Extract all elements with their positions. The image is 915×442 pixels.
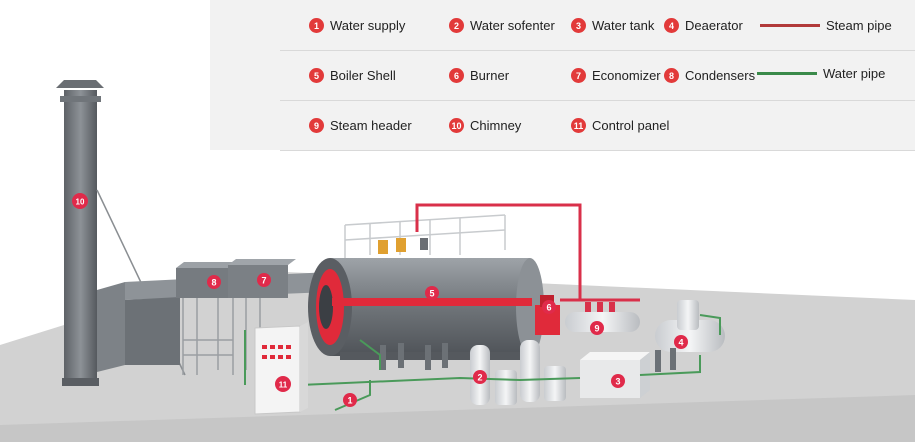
marker-4: 4 — [674, 335, 688, 349]
marker-label: 2 — [477, 373, 482, 383]
legend-label: Water supply — [330, 18, 406, 33]
legend-label: Water tank — [592, 18, 655, 33]
valves — [378, 238, 428, 254]
control-panel — [254, 322, 308, 415]
steam-pipe — [415, 203, 640, 302]
marker-8: 8 — [207, 275, 221, 289]
legend-label: Steam header — [330, 118, 412, 133]
marker-label: 3 — [615, 377, 620, 387]
water-pipe-swatch — [757, 72, 817, 75]
number-badge: 4 — [664, 18, 679, 33]
legend-label: Control panel — [592, 118, 670, 133]
water-tank — [580, 352, 650, 398]
boiler-shell — [308, 258, 544, 360]
legend-item-boiler-shell: 5 Boiler Shell — [309, 68, 396, 83]
marker-label: 7 — [261, 276, 266, 286]
legend-label: Condensers — [685, 68, 756, 83]
legend-item-deaerator: 4 Deaerator — [664, 18, 743, 33]
marker-6: 6 — [542, 300, 556, 314]
top-railing — [344, 214, 506, 258]
number-badge: 7 — [571, 68, 586, 83]
marker-label: 1 — [347, 396, 352, 406]
legend-item-steam-header: 9 Steam header — [309, 118, 412, 133]
legend-item-water-softener: 2 Water sofenter — [449, 18, 555, 33]
steam-header — [565, 302, 640, 332]
marker-label: 4 — [678, 338, 683, 348]
legend-label: Burner — [470, 68, 510, 83]
number-badge: 10 — [449, 118, 464, 133]
marker-1: 1 — [343, 393, 357, 407]
marker-label: 9 — [594, 324, 599, 334]
number-badge: 3 — [571, 18, 586, 33]
legend-label: Chimney — [470, 118, 522, 133]
legend-item-condensers: 8 Condensers — [664, 68, 755, 83]
number-badge: 11 — [571, 118, 586, 133]
marker-11: 11 — [275, 376, 291, 392]
marker-5: 5 — [425, 286, 439, 300]
water-pipe — [244, 314, 721, 411]
legend-label: Boiler Shell — [330, 68, 396, 83]
floor-edge — [0, 395, 915, 442]
deaerator — [655, 300, 725, 352]
legend-item-water-tank: 3 Water tank — [571, 18, 654, 33]
steam-pipe-swatch — [760, 24, 820, 27]
marker-label: 11 — [279, 381, 288, 390]
legend-row — [280, 100, 915, 151]
marker-2: 2 — [473, 370, 487, 384]
number-badge: 1 — [309, 18, 324, 33]
legend-label: Water pipe — [823, 66, 886, 81]
marker-label: 6 — [546, 303, 551, 313]
marker-7: 7 — [257, 273, 271, 287]
legend-item-water-supply: 1 Water supply — [309, 18, 405, 33]
legend-label: Steam pipe — [826, 18, 892, 33]
legend-row — [280, 50, 915, 101]
condenser-unit — [176, 262, 236, 298]
marker-3: 3 — [611, 374, 625, 388]
legend-row — [280, 0, 915, 51]
marker-9: 9 — [590, 321, 604, 335]
number-badge: 5 — [309, 68, 324, 83]
number-badge: 8 — [664, 68, 679, 83]
chimney — [56, 80, 186, 386]
legend-item-burner: 6 Burner — [449, 68, 509, 83]
marker-10: 10 — [72, 193, 88, 209]
legend-label: Deaerator — [685, 18, 743, 33]
marker-label: 5 — [429, 289, 434, 299]
legend-item-control-panel: 11 Control panel — [571, 118, 669, 133]
number-badge: 2 — [449, 18, 464, 33]
legend-item-chimney: 10 Chimney — [449, 118, 521, 133]
legend-label: Economizer — [592, 68, 661, 83]
marker-label: 8 — [211, 278, 216, 288]
pumps — [380, 343, 676, 372]
legend-item-steam-pipe: Steam pipe — [760, 18, 892, 33]
number-badge: 6 — [449, 68, 464, 83]
marker-label: 10 — [76, 198, 85, 207]
number-badge: 9 — [309, 118, 324, 133]
legend-item-water-pipe: Water pipe — [757, 66, 885, 81]
legend-label: Water sofenter — [470, 18, 555, 33]
legend-item-economizer: 7 Economizer — [571, 68, 661, 83]
